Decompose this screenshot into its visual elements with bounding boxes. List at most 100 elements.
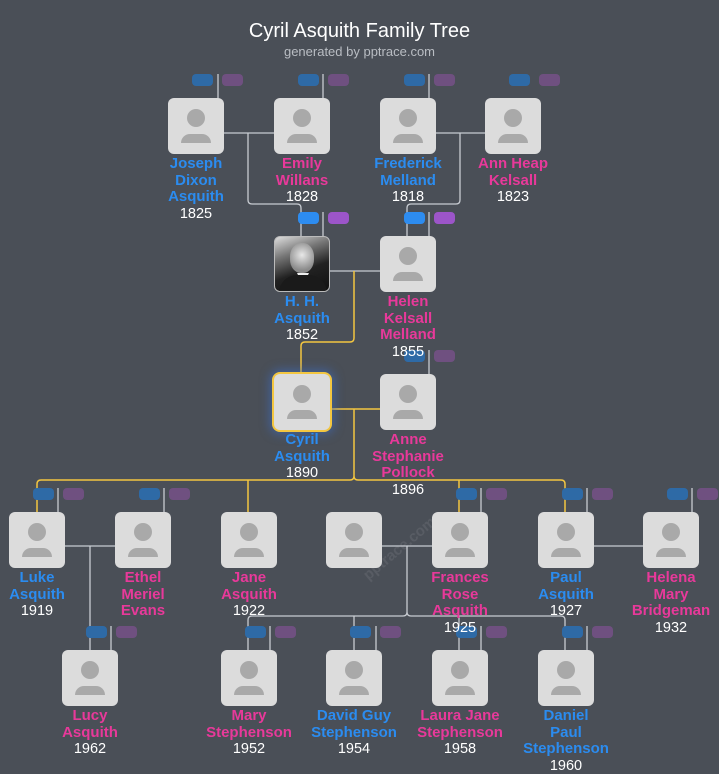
expand-father-button[interactable] — [86, 626, 107, 638]
expand-mother-button[interactable] — [486, 626, 507, 638]
expand-father-button[interactable] — [298, 212, 319, 224]
person-card-daniel[interactable] — [538, 650, 594, 706]
portrait-photo — [290, 243, 314, 273]
person-silhouette-icon — [22, 548, 52, 557]
person-silhouette-icon — [504, 109, 522, 127]
person-name-line: Mary — [653, 585, 689, 603]
expand-mother-button[interactable] — [434, 74, 455, 86]
person-card-mary[interactable] — [221, 650, 277, 706]
expand-mother-button[interactable] — [275, 626, 296, 638]
expand-mother-button[interactable] — [434, 350, 455, 362]
person-card-anne[interactable] — [380, 374, 436, 430]
person-name-line: H. H. — [284, 293, 320, 310]
person-silhouette-icon — [557, 661, 575, 679]
person-silhouette-icon — [287, 134, 317, 143]
person-name-line: Kelsall — [383, 309, 433, 327]
expand-father-button[interactable] — [509, 74, 530, 86]
person-card-unknown[interactable] — [326, 512, 382, 568]
person-silhouette-icon — [293, 109, 311, 127]
expand-father-button[interactable] — [245, 626, 266, 638]
expand-father-button[interactable] — [192, 74, 213, 86]
expand-father-button[interactable] — [139, 488, 160, 500]
person-card-cyril[interactable] — [274, 374, 330, 430]
expand-father-button[interactable] — [404, 74, 425, 86]
person-silhouette-icon — [557, 523, 575, 541]
person-birth-year: 1922 — [232, 603, 266, 619]
person-card-helena[interactable] — [643, 512, 699, 568]
person-card-frederick[interactable] — [380, 98, 436, 154]
person-name-line: Stephenson — [311, 723, 397, 741]
person-name-line: Helen — [387, 293, 429, 310]
person-birth-year: 1828 — [285, 189, 319, 205]
person-silhouette-icon — [451, 523, 469, 541]
expand-mother-button[interactable] — [116, 626, 137, 638]
person-name-line: Kelsall — [488, 171, 538, 189]
expand-mother-button[interactable] — [697, 488, 718, 500]
expand-mother-button[interactable] — [486, 488, 507, 500]
expand-mother-button[interactable] — [592, 626, 613, 638]
expand-mother-button[interactable] — [434, 212, 455, 224]
expand-father-button[interactable] — [404, 212, 425, 224]
person-card-frances[interactable] — [432, 512, 488, 568]
person-card-david[interactable] — [326, 650, 382, 706]
person-silhouette-icon — [498, 134, 528, 143]
expand-father-button[interactable] — [350, 626, 371, 638]
person-card-hh[interactable] — [274, 236, 330, 292]
person-card-laura[interactable] — [432, 650, 488, 706]
expand-father-button[interactable] — [562, 626, 583, 638]
person-birth-year: 1952 — [232, 741, 266, 757]
person-card-ann[interactable] — [485, 98, 541, 154]
expand-mother-button[interactable] — [222, 74, 243, 86]
person-card-emily[interactable] — [274, 98, 330, 154]
person-birth-year: 1896 — [391, 481, 425, 498]
person-card-helen[interactable] — [380, 236, 436, 292]
person-name-line: Ann Heap — [477, 155, 548, 172]
expand-father-button[interactable] — [298, 74, 319, 86]
expand-mother-button[interactable] — [169, 488, 190, 500]
person-card-paul[interactable] — [538, 512, 594, 568]
expand-father-button[interactable] — [456, 488, 477, 500]
person-card-luke[interactable] — [9, 512, 65, 568]
expand-mother-button[interactable] — [380, 626, 401, 638]
person-card-jane[interactable] — [221, 512, 277, 568]
person-card-lucy[interactable] — [62, 650, 118, 706]
expand-father-button[interactable] — [404, 350, 425, 362]
expand-father-button[interactable] — [667, 488, 688, 500]
expand-mother-button[interactable] — [592, 488, 613, 500]
expand-father-button[interactable] — [456, 626, 477, 638]
person-name-line: Asquith — [62, 723, 118, 741]
ancestry-line — [36, 409, 566, 512]
person-birth-year: 1932 — [654, 619, 688, 636]
person-name-line: Paul — [550, 569, 582, 586]
person-silhouette-icon — [399, 109, 417, 127]
expand-father-button[interactable] — [33, 488, 54, 500]
person-card-joseph[interactable] — [168, 98, 224, 154]
person-silhouette-icon — [339, 548, 369, 557]
expand-father-button[interactable] — [562, 488, 583, 500]
expand-mother-button[interactable] — [328, 212, 349, 224]
expand-mother-button[interactable] — [63, 488, 84, 500]
person-card-ethel[interactable] — [115, 512, 171, 568]
person-silhouette-icon — [345, 523, 363, 541]
expand-mother-button[interactable] — [328, 74, 349, 86]
expand-mother-button[interactable] — [539, 74, 560, 86]
